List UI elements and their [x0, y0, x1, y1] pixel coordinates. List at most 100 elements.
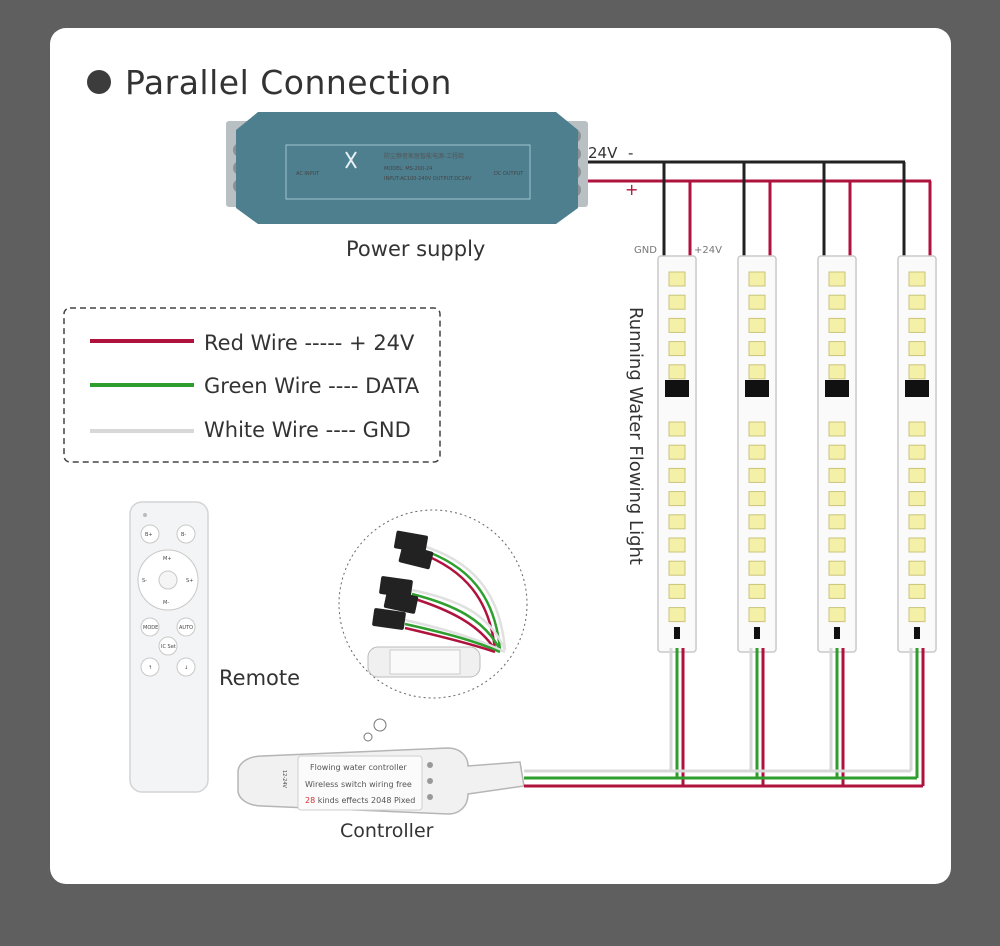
strip-end-marker: [834, 627, 840, 639]
remote-m-minus: M-: [163, 600, 169, 606]
led-chip: [828, 421, 846, 437]
page-title: Parallel Connection: [125, 63, 452, 102]
led-chip: [668, 364, 686, 380]
led-strip-1: [657, 162, 697, 653]
ic-chip: [665, 380, 689, 397]
led-chip: [748, 271, 766, 287]
remote-b-plus: B+: [145, 532, 153, 538]
led-chip: [828, 491, 846, 507]
bubble-large: [373, 718, 387, 732]
led-chip: [748, 491, 766, 507]
strip-end-marker: [674, 627, 680, 639]
svg-text:↓: ↓: [184, 665, 188, 671]
led-chip: [908, 294, 926, 310]
led-chip: [668, 491, 686, 507]
strip-vertical-label: Running Water Flowing Light: [625, 307, 646, 565]
led-chip: [748, 583, 766, 599]
led-strips: [657, 162, 937, 653]
led-chip: [908, 537, 926, 553]
led-chip: [828, 467, 846, 483]
led-chip: [748, 444, 766, 460]
led-chip: [908, 421, 926, 437]
voltage-label: 24V: [588, 144, 618, 162]
wire-legend: Red Wire ----- + 24V Green Wire ---- DAT…: [63, 307, 441, 463]
led-chip: [908, 271, 926, 287]
led-chip: [668, 514, 686, 530]
led-chip: [828, 271, 846, 287]
led-chip: [668, 317, 686, 333]
arrow-down-icon: [176, 657, 196, 677]
svg-text:↑: ↑: [148, 665, 152, 671]
title-bullet-icon: [87, 70, 111, 94]
led-chip: [908, 467, 926, 483]
data-bus: [524, 648, 925, 788]
controller-device: Flowing water controller Wireless switch…: [237, 747, 525, 815]
strip-end-marker: [914, 627, 920, 639]
led-chip: [748, 467, 766, 483]
strip-end-marker: [754, 627, 760, 639]
connector-inset: [338, 509, 528, 699]
minus-label: -: [628, 144, 633, 162]
v24-label: +24V: [694, 245, 722, 256]
led-chip: [908, 514, 926, 530]
remote-led-icon: [143, 513, 147, 517]
ic-chip: [905, 380, 929, 397]
panel-line-2: MODEL: MS-200-24: [384, 166, 432, 172]
remote-s-plus: S+: [186, 578, 193, 584]
led-chip: [668, 294, 686, 310]
led-chip: [908, 491, 926, 507]
led-chip: [668, 421, 686, 437]
led-chip: [748, 341, 766, 357]
led-chip: [828, 560, 846, 576]
led-chip: [828, 537, 846, 553]
controller-line-1: Flowing water controller: [310, 763, 407, 772]
led-chip: [748, 294, 766, 310]
led-chip: [668, 560, 686, 576]
panel-line-1: 防尘静音家居智能电源-工程款: [384, 152, 464, 160]
remote-label: Remote: [219, 666, 300, 690]
power-icon: [158, 570, 178, 590]
power-supply: 防尘静音家居智能电源-工程款 MODEL: MS-200-24 INPUT:AC…: [226, 112, 588, 224]
connector-plugs: [372, 530, 434, 630]
led-chip: [748, 421, 766, 437]
led-chip: [668, 537, 686, 553]
led-chip: [908, 364, 926, 380]
led-chip: [828, 364, 846, 380]
controller-line-2: Wireless switch wiring free: [305, 780, 412, 789]
gnd-label: GND: [634, 245, 657, 256]
led-chip: [828, 514, 846, 530]
controller-side-text: 12-24V: [281, 770, 287, 789]
legend-label-green: Green Wire ---- DATA: [204, 374, 420, 398]
remote-b-minus: B-: [181, 532, 186, 538]
remote-s-minus: S-: [142, 578, 147, 584]
led-chip: [828, 583, 846, 599]
led-chip: [828, 444, 846, 460]
led-chip: [668, 583, 686, 599]
power-rails: 24V - +: [588, 144, 931, 199]
led-chip: [828, 607, 846, 623]
led-chip: [668, 444, 686, 460]
led-strip-2: [737, 162, 777, 653]
led-strip-3: [817, 162, 857, 653]
led-chip: [908, 583, 926, 599]
ic-chip: [825, 380, 849, 397]
led-chip: [668, 271, 686, 287]
controller-line-3: 28 kinds effects 2048 Pixed: [305, 796, 415, 805]
panel-line-3: INPUT:AC100-240V OUTPUT:DC24V: [384, 176, 472, 182]
led-strip-4: [897, 162, 937, 653]
led-chip: [828, 294, 846, 310]
led-chip: [748, 514, 766, 530]
remote-mode: MODE: [143, 625, 158, 631]
remote-auto: AUTO: [179, 625, 193, 631]
led-chip: [828, 317, 846, 333]
led-chip: [748, 317, 766, 333]
ic-chip: [745, 380, 769, 397]
remote-control: B+ B- M+ M- S- S+ MODE AUTO IC Set ↑ ↓: [129, 501, 209, 793]
led-chip: [828, 341, 846, 357]
ac-input-tag: AC INPUT: [296, 171, 320, 177]
power-supply-label: Power supply: [346, 237, 485, 261]
remote-m-plus: M+: [163, 556, 172, 562]
led-chip: [748, 537, 766, 553]
arrow-up-icon: [140, 657, 160, 677]
